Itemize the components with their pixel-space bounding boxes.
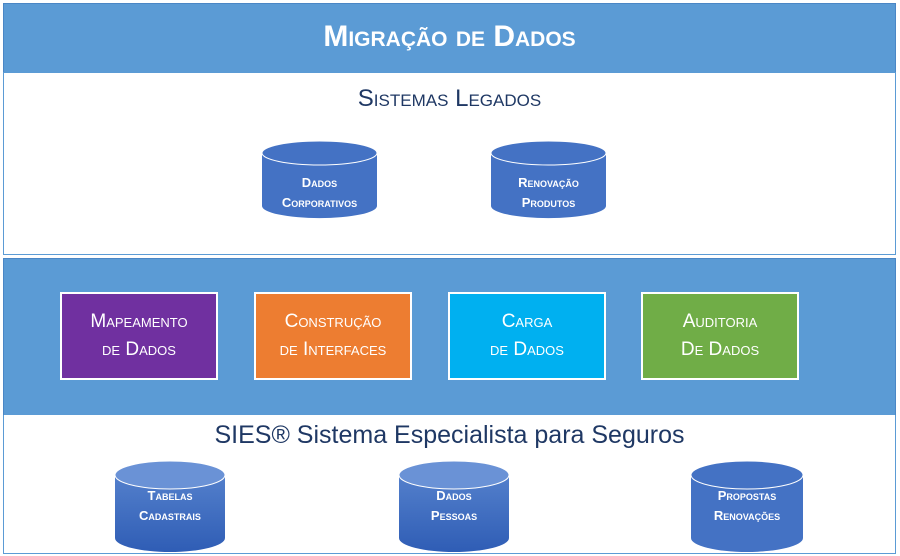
- database-label: Tabelas: [147, 488, 193, 503]
- database-label: Renovação: [518, 175, 579, 190]
- database-label: Renovações: [713, 508, 781, 523]
- database-label: Propostas: [717, 488, 777, 503]
- database-label: Pessoas: [430, 508, 478, 523]
- database-icon: [690, 460, 804, 552]
- step-label: de Dados: [102, 339, 176, 360]
- page-title: Migração de Dados: [323, 20, 576, 53]
- step-label: de Interfaces: [279, 339, 387, 360]
- step-auditoria: Auditoria De Dados: [641, 292, 799, 380]
- step-construcao: Construção de Interfaces: [254, 292, 412, 380]
- database-icon: [490, 140, 607, 219]
- step-mapeamento: Mapeamento de Dados: [60, 292, 218, 380]
- legacy-systems-panel: Sistemas Legados: [3, 72, 896, 255]
- step-label: De Dados: [680, 339, 760, 360]
- database-icon: [261, 140, 378, 219]
- step-label: Carga: [501, 311, 553, 332]
- header-band: Migração de Dados: [3, 3, 896, 73]
- step-label: Construção: [284, 311, 382, 332]
- database-label: Corporativos: [281, 195, 358, 210]
- sies-title: SIES® Sistema Especialista para Seguros: [214, 421, 685, 449]
- database-label: Dados: [301, 175, 338, 190]
- database-icon: [114, 460, 226, 552]
- step-label: Mapeamento: [90, 311, 188, 332]
- step-label: Auditoria: [682, 311, 758, 332]
- database-icon: [398, 460, 510, 552]
- step-label: de Dados: [490, 339, 564, 360]
- legacy-systems-title: Sistemas Legados: [357, 85, 542, 112]
- database-label: Dados: [436, 488, 472, 503]
- database-label: Cadastrais: [139, 508, 201, 523]
- step-carga: Carga de Dados: [448, 292, 606, 380]
- database-label: Produtos: [521, 195, 576, 210]
